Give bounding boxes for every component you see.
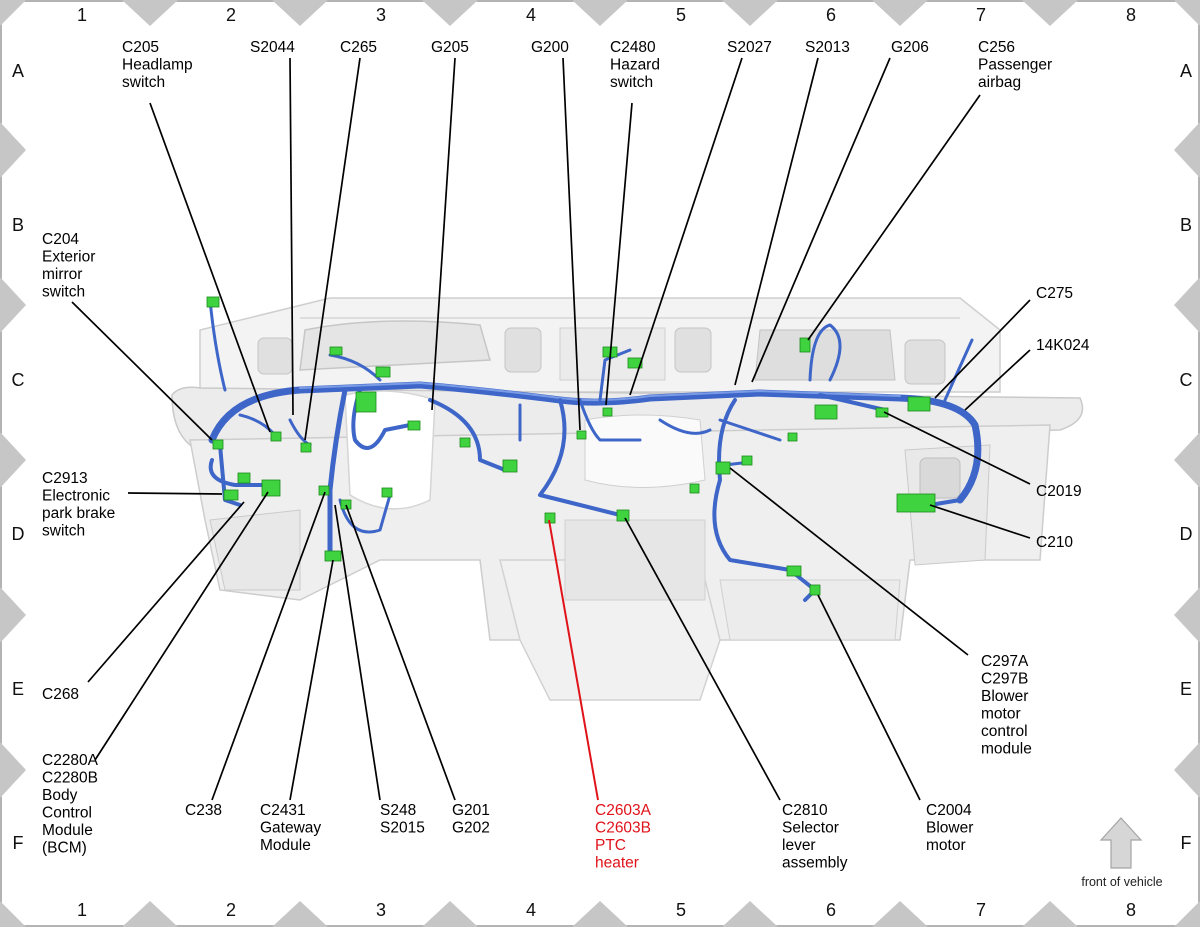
dashboard-illustration: [171, 297, 1084, 701]
label-s248: S248 S2015: [380, 802, 425, 837]
label-g206: G206: [891, 39, 929, 56]
grid-row-labels-left: A B C D E F: [12, 61, 25, 853]
grid-column-labels-bottom: 1 2 3 4 5 6 7 8: [77, 900, 1136, 920]
grid-row-d: D: [12, 524, 25, 544]
label-g200: G200: [531, 39, 569, 56]
grid-column-labels-top: 1 2 3 4 5 6 7 8: [77, 5, 1136, 25]
label-c210: C210: [1036, 534, 1073, 551]
front-of-vehicle-indicator: front of vehicle: [1081, 817, 1163, 889]
grid-col-7: 7: [976, 900, 986, 920]
label-c2480: C2480 Hazard switch: [610, 39, 664, 91]
front-of-vehicle-label: front of vehicle: [1081, 875, 1162, 889]
label-c2280: C2280A C2280B Body Control Module (BCM): [42, 752, 102, 857]
grid-row-c: C: [12, 370, 25, 390]
up-arrow-icon: [1099, 817, 1143, 869]
grid-col-4: 4: [526, 5, 536, 25]
label-c2913: C2913 Electronic park brake switch: [42, 470, 120, 540]
connectors: [206, 296, 936, 596]
grid-col-5: 5: [676, 900, 686, 920]
label-c256: C256 Passenger airbag: [978, 39, 1056, 91]
grid-col-3: 3: [376, 5, 386, 25]
label-c268: C268: [42, 686, 79, 703]
grid-row-c: C: [1180, 370, 1193, 390]
label-g205: G205: [431, 39, 469, 56]
label-c2019: C2019: [1036, 483, 1082, 500]
grid-col-8: 8: [1126, 900, 1136, 920]
label-c275: C275: [1036, 285, 1073, 302]
grid-col-2: 2: [226, 5, 236, 25]
grid-row-a: A: [12, 61, 24, 81]
label-c2004: C2004 Blower motor: [926, 802, 978, 854]
label-c205: C205 Headlamp switch: [122, 39, 197, 91]
label-c238: C238: [185, 802, 222, 819]
grid-row-e: E: [12, 679, 24, 699]
grid-col-4: 4: [526, 900, 536, 920]
grid-col-6: 6: [826, 900, 836, 920]
label-s2013: S2013: [805, 39, 850, 56]
label-s2044: S2044: [250, 39, 295, 56]
grid-row-f: F: [13, 833, 24, 853]
grid-row-f: F: [1181, 833, 1192, 853]
label-14k024: 14K024: [1036, 337, 1090, 354]
grid-row-a: A: [1180, 61, 1192, 81]
grid-col-3: 3: [376, 900, 386, 920]
grid-col-5: 5: [676, 5, 686, 25]
leader-lines: [71, 57, 1031, 801]
grid-col-6: 6: [826, 5, 836, 25]
label-c265: C265: [340, 39, 377, 56]
callout-labels: C205 Headlamp switch S2044 C265 G205 G20…: [42, 39, 1090, 872]
label-c204: C204 Exterior mirror switch: [42, 231, 100, 301]
grid-row-e: E: [1180, 679, 1192, 699]
grid-row-b: B: [12, 215, 24, 235]
label-c2810: C2810 Selector lever assembly: [782, 802, 848, 872]
label-g201: G201 G202: [452, 802, 494, 837]
grid-col-1: 1: [77, 5, 87, 25]
grid-col-7: 7: [976, 5, 986, 25]
grid-col-8: 8: [1126, 5, 1136, 25]
grid-row-b: B: [1180, 215, 1192, 235]
label-c2431: C2431 Gateway Module: [260, 802, 325, 854]
label-c297: C297A C297B Blower motor control module: [981, 653, 1033, 758]
grid-col-1: 1: [77, 900, 87, 920]
label-s2027: S2027: [727, 39, 772, 56]
grid-row-d: D: [1180, 524, 1193, 544]
grid-row-labels-right: A B C D E F: [1180, 61, 1193, 853]
label-c2603-ptc-heater: C2603A C2603B PTC heater: [595, 802, 655, 872]
grid-col-2: 2: [226, 900, 236, 920]
